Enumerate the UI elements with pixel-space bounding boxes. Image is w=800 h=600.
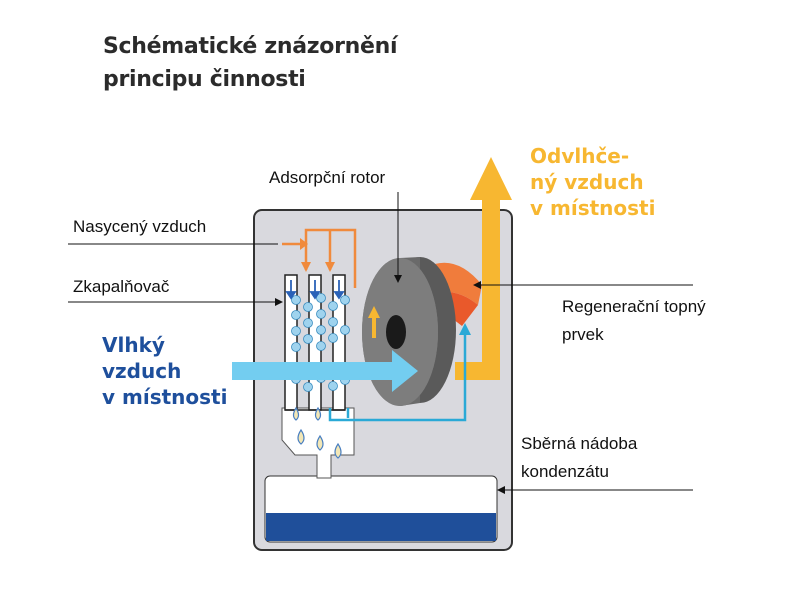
- saturated-arrow-2: [301, 262, 311, 272]
- label-heating-element-line-2: prvek: [562, 325, 604, 344]
- dry-air-line-1: Odvlhče-: [530, 144, 630, 168]
- diagram-title: Schématické znázornění principu činnosti: [103, 30, 398, 96]
- humid-air-line-1: Vlhký: [102, 333, 165, 357]
- label-adsorption-rotor: Adsorpční rotor: [269, 168, 386, 187]
- label-condensate-tank: Sběrná nádoba kondenzátu: [521, 430, 637, 486]
- saturated-arrow-3: [325, 262, 335, 272]
- saturated-arrow-1: [300, 238, 308, 250]
- return-air-pipe: [328, 330, 467, 422]
- dry-air-line-3: v místnosti: [530, 196, 656, 220]
- label-saturated-air: Nasycený vzduch: [73, 217, 207, 236]
- label-heating-element-line-1: Regenerační topný: [562, 297, 706, 316]
- label-condenser: Zkapalňovač: [73, 277, 170, 296]
- adsorption-rotor: [362, 257, 456, 406]
- label-heating-element: Regenerační topný prvek: [562, 293, 706, 349]
- label-condensate-tank-line-2: kondenzátu: [521, 462, 609, 481]
- dry-air-line-2: ný vzduch: [530, 170, 644, 194]
- humid-air-inlet-arrow: [232, 350, 418, 392]
- title-line-1: Schématické znázornění: [103, 34, 398, 59]
- humid-air-line-3: v místnosti: [102, 385, 228, 409]
- condensate-droplets: [292, 406, 342, 459]
- return-arrow-up: [459, 323, 471, 335]
- dry-air-label: Odvlhče- ný vzduch v místnosti: [530, 143, 655, 221]
- condenser-unit: [284, 274, 350, 411]
- humid-air-label: Vlhký vzduch v místnosti: [102, 332, 227, 410]
- title-line-2: principu činnosti: [103, 67, 306, 92]
- humid-air-line-2: vzduch: [102, 359, 182, 383]
- label-condensate-tank-line-1: Sběrná nádoba: [521, 434, 638, 453]
- dry-air-outlet-arrow: [455, 157, 512, 380]
- tank-water: [266, 513, 496, 541]
- rotor-rotation-arrow: [368, 306, 380, 338]
